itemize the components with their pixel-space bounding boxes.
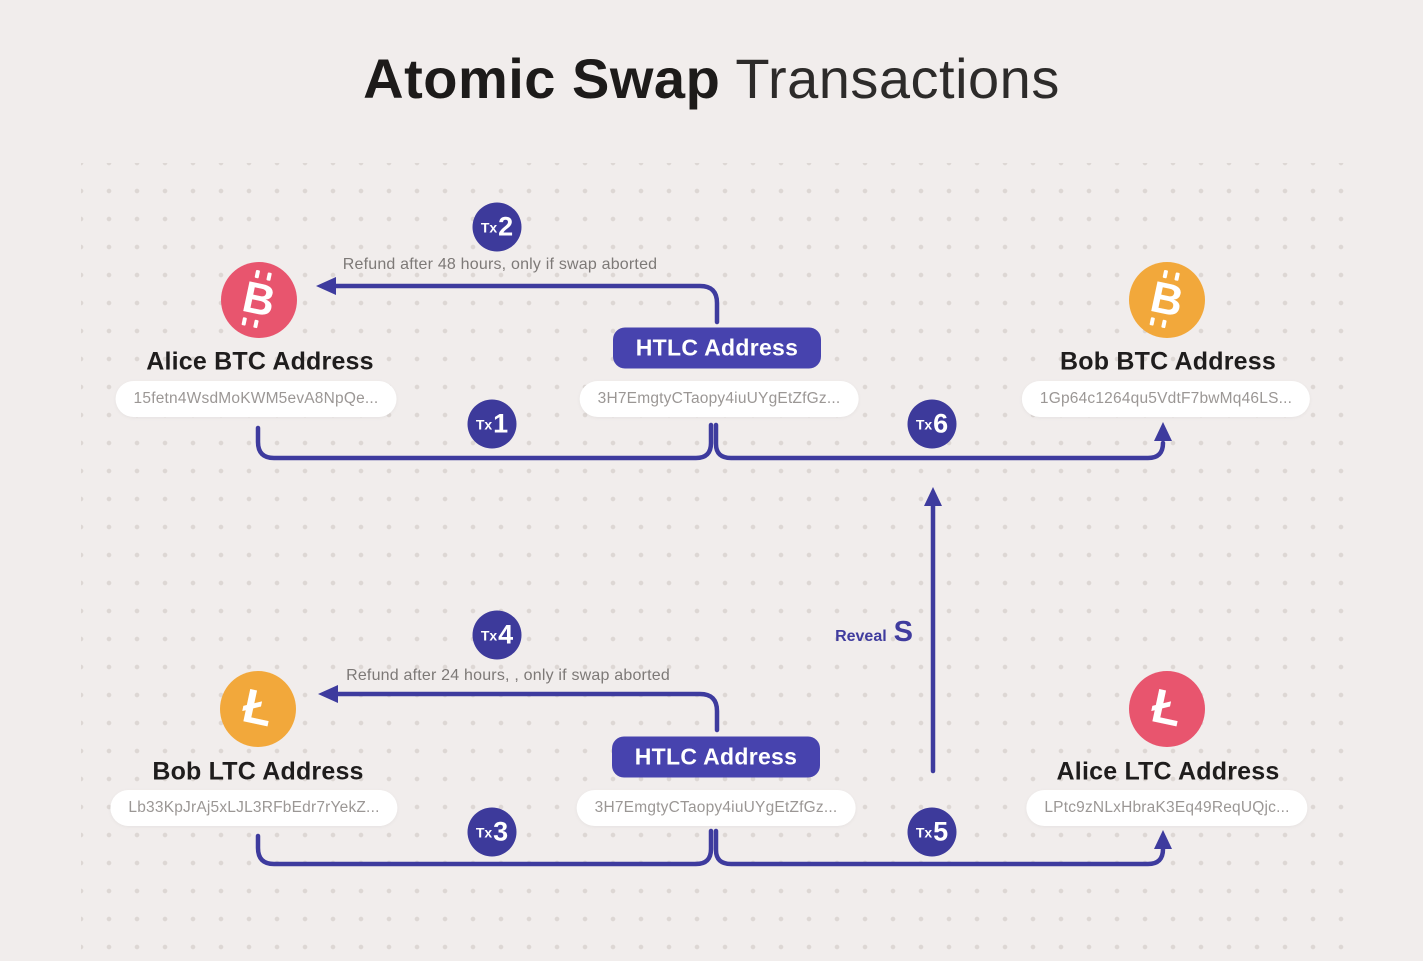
alice-btc-address-pill: 15fetn4WsdMoKWM5evA8NpQe...	[115, 381, 397, 417]
tx-number: 4	[498, 619, 514, 650]
htlc-top-address-text: 3H7EmgtyCTaopy4iuUYgEtZfGz...	[597, 390, 841, 407]
alice-ltc-label: Alice LTC Address	[1056, 757, 1280, 786]
tx-prefix: Tx	[475, 416, 493, 432]
reveal-label: Reveal	[835, 628, 887, 645]
bob-btc-address-pill: 1Gp64c1264qu5VdtF7bwMq46LS...	[1021, 381, 1311, 417]
bitcoin-glyph: B	[238, 269, 280, 329]
reveal-secret: S	[893, 616, 913, 648]
tx-prefix: Tx	[915, 824, 933, 840]
tx-number: 6	[933, 408, 949, 439]
htlc-bottom-address-text: 3H7EmgtyCTaopy4iuUYgEtZfGz...	[594, 799, 838, 816]
tx-number: 5	[933, 816, 949, 847]
litecoin-icon: Ł	[1129, 671, 1205, 747]
tx-number: 2	[498, 211, 514, 242]
alice-btc-label: Alice BTC Address	[146, 347, 374, 376]
bob-ltc-label: Bob LTC Address	[152, 757, 364, 786]
alice-ltc-address-text: LPtc9zNLxHbraK3Eq49ReqUQjc...	[1044, 799, 1290, 816]
tx-number: 3	[493, 816, 509, 847]
refund-note-btc: Refund after 48 hours, only if swap abor…	[342, 256, 658, 273]
tx-prefix: Tx	[475, 824, 493, 840]
alice-btc-address-text: 15fetn4WsdMoKWM5evA8NpQe...	[133, 390, 379, 407]
tx-prefix: Tx	[480, 627, 498, 643]
tx-prefix: Tx	[915, 416, 933, 432]
tx-prefix: Tx	[480, 219, 498, 235]
bob-btc-label: Bob BTC Address	[1060, 347, 1276, 376]
alice-ltc-address-pill: LPtc9zNLxHbraK3Eq49ReqUQjc...	[1026, 790, 1308, 826]
bob-ltc-address-text: Lb33KpJrAj5xLJL3RFbEdr7rYekZ...	[128, 799, 380, 816]
litecoin-icon: Ł	[220, 671, 296, 747]
bitcoin-icon: B	[221, 262, 297, 338]
bitcoin-glyph: B	[1146, 269, 1188, 329]
bitcoin-icon: B	[1129, 262, 1205, 338]
bob-btc-address-text: 1Gp64c1264qu5VdtF7bwMq46LS...	[1039, 390, 1293, 407]
refund-note-ltc: Refund after 24 hours, , only if swap ab…	[346, 667, 670, 684]
page-title-bold: Atomic Swap	[363, 47, 721, 110]
tx-number: 1	[493, 408, 509, 439]
reveal-annotation: Reveal S	[835, 616, 913, 649]
bob-ltc-address-pill: Lb33KpJrAj5xLJL3RFbEdr7rYekZ...	[110, 790, 398, 826]
htlc-bottom-box: HTLC Address	[612, 736, 820, 778]
page-title: Atomic Swap Transactions	[0, 46, 1423, 111]
htlc-top-address-pill: 3H7EmgtyCTaopy4iuUYgEtZfGz...	[579, 381, 859, 417]
litecoin-glyph: Ł	[238, 679, 278, 738]
litecoin-glyph: Ł	[1147, 679, 1187, 738]
htlc-top-box: HTLC Address	[613, 327, 821, 369]
htlc-bottom-address-pill: 3H7EmgtyCTaopy4iuUYgEtZfGz...	[576, 790, 856, 826]
page-title-light: Transactions	[735, 47, 1060, 110]
